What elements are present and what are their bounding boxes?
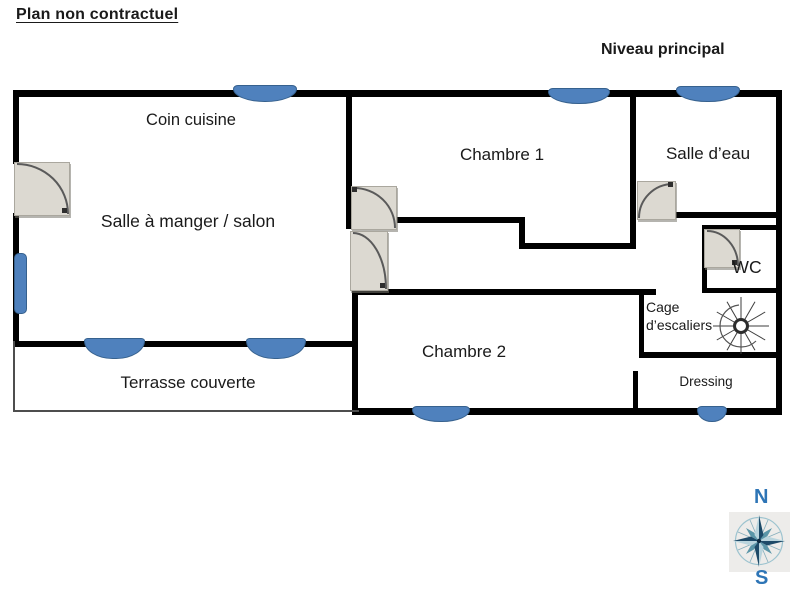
page-title: Plan non contractuel	[16, 6, 179, 23]
wall-wc-bottom	[702, 288, 782, 293]
room-label-coin-cuisine: Coin cuisine	[146, 111, 236, 129]
room-label-cage-escaliers: Cage d’escaliers	[646, 299, 713, 333]
room-label-terrasse: Terrasse couverte	[120, 373, 256, 392]
wall-top-exterior	[13, 90, 782, 97]
compass-north-label: N	[754, 486, 769, 508]
wall-stair-bottom	[639, 352, 782, 358]
wall-bottom-exterior	[352, 408, 782, 415]
wall-terrace-left	[13, 341, 15, 412]
door-salledeau-icon	[637, 181, 676, 220]
room-label-wc: WC	[732, 257, 762, 277]
wall-chambre2-top	[356, 289, 656, 295]
wall-dressing-left	[633, 371, 638, 413]
wall-stair-left	[639, 294, 644, 356]
wall-terrace-bottom	[13, 410, 359, 412]
window-living-left	[14, 253, 27, 314]
room-label-dressing: Dressing	[679, 374, 733, 389]
door-corridor-icon	[350, 231, 388, 291]
wall-chambre1-step	[519, 217, 525, 249]
wall-corridor-top	[519, 243, 636, 249]
level-label: Niveau principal	[601, 41, 725, 58]
wall-salledeau-left	[630, 90, 636, 249]
bay-window-terrace-1	[84, 338, 145, 359]
spiral-staircase-icon	[713, 297, 769, 354]
wall-wc-top	[702, 225, 782, 230]
compass-south-label: S	[755, 567, 769, 589]
wall-chambre1-left	[346, 90, 352, 229]
window-kitchen-top	[233, 85, 297, 102]
room-label-chambre-1: Chambre 1	[459, 145, 545, 164]
room-label-salle-a-manger: Salle à manger / salon	[100, 211, 276, 231]
window-chambre2-bottom	[412, 406, 470, 422]
wall-salledeau-bottom	[671, 212, 782, 218]
wall-chambre1-bottom	[393, 217, 525, 223]
door-wc-icon	[704, 229, 740, 268]
room-label-salle-d-eau: Salle d’eau	[665, 144, 751, 163]
room-label-chambre-2: Chambre 2	[421, 342, 507, 361]
wall-right-exterior	[776, 90, 782, 415]
window-chambre1-top	[548, 88, 610, 104]
bay-window-terrace-2	[246, 338, 306, 359]
compass-rose-icon	[729, 512, 790, 572]
door-chambre1-icon	[351, 186, 397, 230]
wall-terrace-top	[13, 341, 358, 347]
wall-chambre2-left	[352, 289, 358, 415]
door-entry-icon	[14, 162, 70, 216]
window-dressing-bottom	[697, 406, 727, 422]
window-salledeau-top	[676, 86, 740, 102]
wall-left-upper	[13, 90, 19, 164]
